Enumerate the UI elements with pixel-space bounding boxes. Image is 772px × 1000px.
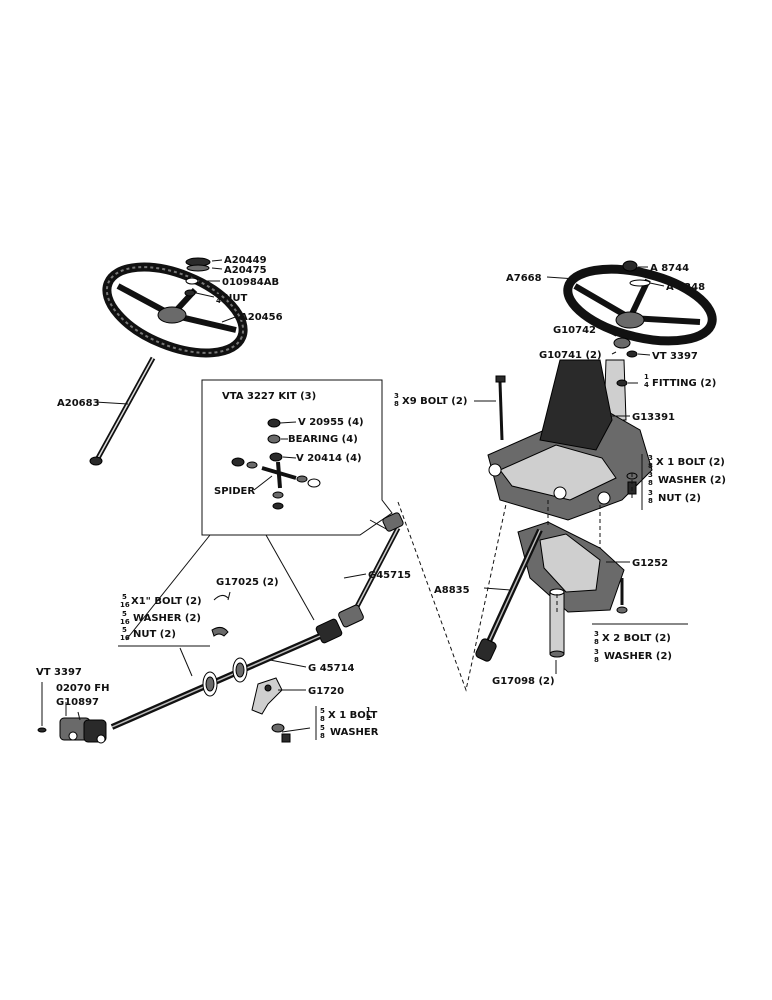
label-bolt-516: X1" BOLT (2) — [131, 596, 202, 607]
frac-den-5-8-b: 8 — [320, 732, 325, 740]
frac-num-5-16-b: 5 — [122, 610, 127, 618]
label-g17098: G17098 (2) — [492, 676, 555, 687]
main-steering-shaft — [110, 633, 322, 730]
label-v20414: V 20414 (4) — [296, 453, 362, 464]
shaft-a8835 — [475, 528, 543, 662]
frac-den-3-8-a: 8 — [394, 400, 399, 408]
frac-den-3-8-b: 8 — [648, 462, 653, 470]
left-steering-shaft — [89, 356, 156, 466]
left-steering-wheel — [102, 262, 248, 358]
label-kit-title: VTA 3227 KIT (3) — [222, 391, 316, 402]
label-g45715: G45715 — [368, 570, 411, 581]
label-vt3397-left: VT 3397 — [36, 667, 82, 678]
label-spider: SPIDER — [214, 486, 255, 497]
label-washer-58: WASHER — [330, 727, 379, 738]
universal-joint-yoke — [37, 717, 107, 744]
label-a20449: A20449 — [224, 255, 267, 266]
label-g10741: G10741 (2) — [539, 350, 602, 361]
frac-den-1-4: 4 — [644, 381, 649, 389]
upper-slip-shaft — [315, 512, 404, 644]
frac-num-1-4: 1 — [644, 373, 649, 381]
frac-den-3-4: 4 — [216, 297, 221, 305]
right-steering-wheel — [563, 260, 717, 346]
label-a20456: A20456 — [240, 312, 283, 323]
label-washer-38b: WASHER (2) — [604, 651, 672, 662]
label-g17025: G17025 (2) — [216, 577, 279, 588]
label-a20683: A20683 — [57, 398, 100, 409]
frac-num-3-8-a: 3 — [394, 392, 399, 400]
frac-num-5-16-c: 5 — [122, 626, 127, 634]
frac-den-5-8-a: 8 — [320, 715, 325, 723]
frac-num-5-8-b: 5 — [320, 724, 325, 732]
kit-callout-box — [125, 379, 393, 641]
label-washer-38a: WASHER (2) — [658, 475, 726, 486]
frac-num-3-4: 3 — [216, 289, 221, 297]
label-bearing: BEARING (4) — [288, 434, 358, 445]
frac-num-3-8-d: 3 — [648, 489, 653, 497]
label-washer-516: WASHER (2) — [133, 613, 201, 624]
frac-den-3-8-e: 8 — [594, 638, 599, 646]
label-a8744: A 8744 — [650, 263, 689, 274]
label-g13391: G13391 — [632, 412, 675, 423]
label-a7668: A7668 — [506, 273, 542, 284]
label-g1720: G1720 — [308, 686, 344, 697]
label-02070fh: 02070 FH — [56, 683, 109, 694]
frac-den-3-8-f: 8 — [594, 656, 599, 664]
column-dashed-guides — [547, 470, 633, 612]
label-vt3397-right: VT 3397 — [652, 351, 698, 362]
mounting-bracket-g1252 — [517, 521, 625, 613]
label-nut-516: NUT (2) — [133, 629, 176, 640]
label-g45714: G 45714 — [308, 663, 355, 674]
frac-den-5-16-b: 16 — [120, 618, 130, 626]
frac-den-3-8-d: 8 — [648, 497, 653, 505]
label-o10984ab: 010984AB — [222, 277, 279, 288]
wheel-nut-parts — [184, 257, 211, 297]
label-fitting: FITTING (2) — [652, 378, 716, 389]
g17025-bushings — [211, 594, 229, 637]
label-bolt-38x134: X 1 BOLT (2) — [656, 457, 725, 468]
spider-kit-parts — [231, 418, 321, 510]
frac-den-3-8-c: 8 — [648, 479, 653, 487]
frac-den-5-16-a: 16 — [120, 601, 130, 609]
steering-gear-housing — [487, 359, 653, 521]
label-g10897: G10897 — [56, 697, 99, 708]
label-nut-34: NUT — [224, 293, 247, 304]
label-bolt-38x9: X9 BOLT (2) — [402, 396, 467, 407]
frac-num-5-16-a: 5 — [122, 593, 127, 601]
spacer-g17098 — [549, 588, 565, 658]
frac-num-1-2: 1 — [366, 706, 371, 714]
label-a8835: A8835 — [434, 585, 470, 596]
label-nut-38: NUT (2) — [658, 493, 701, 504]
label-g10742: G10742 — [553, 325, 596, 336]
label-a20475: A20475 — [224, 265, 267, 276]
frac-num-5-8-a: 5 — [320, 707, 325, 715]
label-g1252: G1252 — [632, 558, 668, 569]
frac-num-3-8-e: 3 — [594, 630, 599, 638]
label-v20955: V 20955 (4) — [298, 417, 364, 428]
frac-num-3-8-f: 3 — [594, 648, 599, 656]
label-a8248: A 8248 — [666, 282, 705, 293]
frac-num-3-8-b: 3 — [648, 454, 653, 462]
break-line — [397, 494, 509, 692]
label-bolt-58: X 1 BOLT — [328, 710, 377, 721]
label-bolt-38x214: X 2 BOLT (2) — [602, 633, 671, 644]
frac-num-3-8-c: 3 — [648, 471, 653, 479]
frac-den-1-2: 2 — [366, 714, 371, 722]
g1720-arm — [251, 677, 291, 743]
frac-den-5-16-c: 16 — [120, 634, 130, 642]
